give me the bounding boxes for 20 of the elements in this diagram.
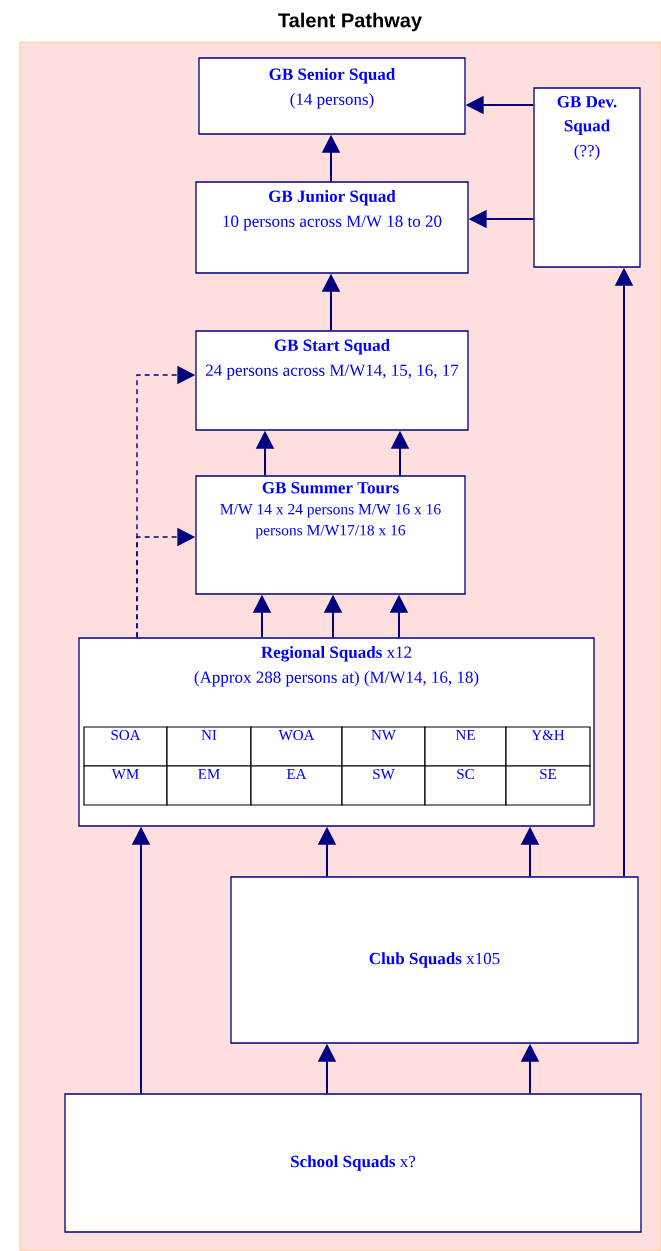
squad-box: GB Senior Squad (14 persons) xyxy=(198,57,466,135)
table-cell: SW xyxy=(341,765,426,806)
squad-box: GB Junior Squad 10 persons across M/W 18 to 20 xyxy=(195,181,469,274)
table-cell: NE xyxy=(424,726,507,767)
table-cell: NW xyxy=(341,726,426,767)
squad-box: GB Start Squad 24 persons across M/W14, 15, 16, 17 xyxy=(195,330,469,431)
table-cell: NI xyxy=(166,726,252,767)
table-cell: SC xyxy=(424,765,507,806)
table-cell: SE xyxy=(505,765,591,806)
squad-box: GB Summer Tours M/W 14 x 24 persons M/W 16 x 16 persons M/W17/18 x 16 xyxy=(195,475,466,595)
table-cell: WOA xyxy=(250,726,343,767)
squad-box: Club Squads x105 xyxy=(230,876,639,1044)
title: Talent Pathway xyxy=(278,12,422,32)
table-cell: Y&H xyxy=(505,726,591,767)
table-cell: WM xyxy=(83,765,168,806)
squad-box: School Squads x? xyxy=(64,1093,642,1233)
table-cell: SOA xyxy=(83,726,168,767)
squad-box: GB Dev. Squad (??) xyxy=(533,87,641,268)
table-cell: EM xyxy=(166,765,252,806)
table-cell: EA xyxy=(250,765,343,806)
